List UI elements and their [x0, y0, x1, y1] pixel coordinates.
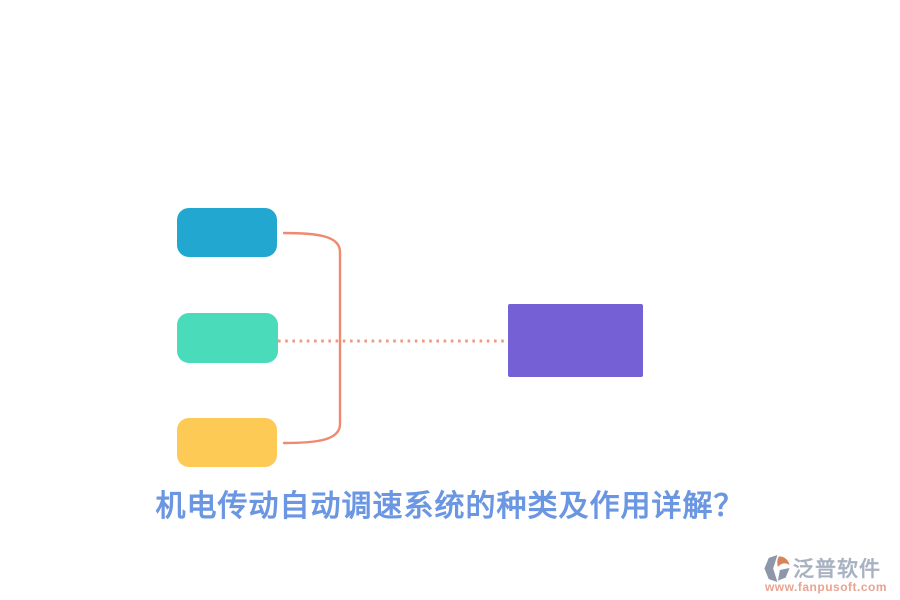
watermark-brand-row: 泛普软件 — [762, 553, 890, 583]
bracket-connector — [282, 231, 342, 445]
fanpu-logo-icon — [764, 554, 790, 582]
watermark: 泛普软件 www.fanpusoft.com — [762, 553, 890, 594]
page-title: 机电传动自动调速系统的种类及作用详解？ — [155, 490, 745, 523]
topic-node-bottom[interactable] — [177, 418, 277, 467]
watermark-brand: 泛普软件 — [793, 557, 881, 581]
result-node[interactable] — [508, 304, 643, 377]
watermark-url: www.fanpusoft.com — [764, 580, 888, 594]
topic-node-top[interactable] — [177, 208, 277, 257]
topic-node-middle[interactable] — [177, 313, 278, 363]
